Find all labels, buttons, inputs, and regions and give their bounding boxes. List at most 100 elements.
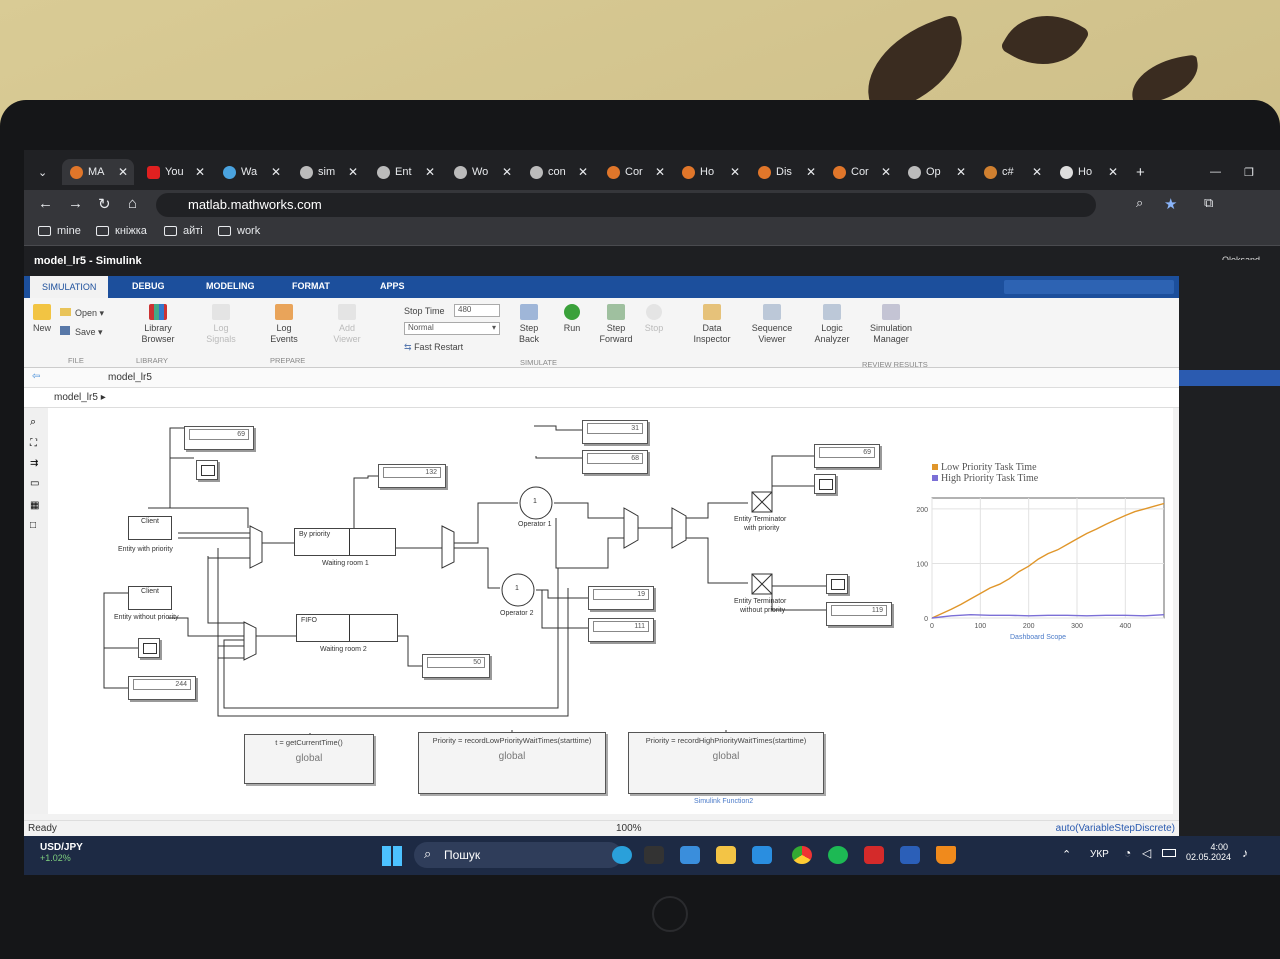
back-arrow-icon[interactable]: ←	[38, 195, 53, 212]
fast-restart-toggle[interactable]: ⇆ Fast Restart	[404, 342, 463, 353]
simulation-manager-button[interactable]: Simulation Manager	[866, 304, 916, 345]
client-generator-priority[interactable]: Client	[128, 516, 172, 540]
scope-block[interactable]	[814, 474, 836, 494]
scope-block[interactable]	[196, 460, 218, 480]
display-block[interactable]: 111	[588, 618, 654, 642]
close-tab-icon[interactable]: ✕	[347, 165, 358, 179]
tab-format[interactable]: FORMAT	[292, 281, 330, 291]
back-arrow-icon[interactable]: ⇦	[32, 371, 41, 382]
browser-tab[interactable]: Ent✕	[369, 159, 441, 185]
step-forward-button[interactable]: Step Forward	[596, 304, 636, 345]
browser-tab[interactable]: Cor✕	[825, 159, 897, 185]
chrome-icon[interactable]	[792, 846, 812, 864]
simulink-function-high-priority[interactable]: Priority = recordHighPriorityWaitTimes(s…	[628, 732, 824, 794]
fit-view-icon[interactable]: ⛶	[30, 438, 37, 449]
close-tab-icon[interactable]: ✕	[955, 165, 966, 179]
word-icon[interactable]	[900, 846, 920, 864]
browser-tab[interactable]: Ho✕	[1052, 159, 1124, 185]
zoom-icon[interactable]: ⌕	[1136, 195, 1144, 210]
add-viewer-button[interactable]: Add Viewer	[330, 304, 364, 345]
close-tab-icon[interactable]: ✕	[1107, 165, 1118, 179]
new-tab-button[interactable]: +	[1136, 163, 1145, 181]
quick-access-toolbar[interactable]	[1004, 280, 1174, 294]
bookmark-star-icon[interactable]: ★	[1164, 196, 1178, 213]
tray-chevron-icon[interactable]: ⌃	[1062, 849, 1072, 861]
close-tab-icon[interactable]: ✕	[1031, 165, 1042, 179]
browser-tab[interactable]: Wa✕	[215, 159, 287, 185]
browser-tab[interactable]: sim✕	[292, 159, 364, 185]
browser-tab[interactable]: Op✕	[900, 159, 972, 185]
bookmark-folder[interactable]: айті	[164, 225, 203, 237]
save-button[interactable]: Save ▾	[60, 326, 103, 338]
extensions-icon[interactable]: ⧉	[1204, 195, 1214, 210]
simulation-mode-select[interactable]: Normal▾	[404, 322, 500, 335]
waiting-room-1-queue[interactable]: By priority	[294, 528, 396, 556]
display-block[interactable]: 119	[826, 602, 892, 626]
run-button[interactable]: Run	[560, 304, 584, 334]
browser-tab[interactable]: Dis✕	[750, 159, 822, 185]
pdf-reader-icon[interactable]	[864, 846, 884, 864]
bookmark-folder[interactable]: work	[218, 225, 260, 237]
home-icon[interactable]: ⌂	[128, 195, 138, 212]
model-path[interactable]: model_lr5 ▸	[54, 392, 106, 403]
close-tab-icon[interactable]: ✕	[194, 165, 205, 179]
close-tab-icon[interactable]: ✕	[270, 165, 281, 179]
close-tab-icon[interactable]: ✕	[117, 165, 128, 179]
logic-analyzer-button[interactable]: Logic Analyzer	[812, 304, 852, 345]
vlc-icon[interactable]	[936, 846, 956, 864]
browser-tab[interactable]: Ho✕	[674, 159, 746, 185]
minimize-window-icon[interactable]: —	[1210, 166, 1221, 178]
image-icon[interactable]: ▦	[30, 500, 40, 511]
display-block[interactable]: 50	[422, 654, 490, 678]
sequence-viewer-button[interactable]: Sequence Viewer	[750, 304, 794, 345]
display-block[interactable]: 31	[582, 420, 648, 444]
display-block[interactable]: 69	[184, 426, 254, 450]
battery-icon[interactable]	[1162, 849, 1176, 857]
close-tab-icon[interactable]: ✕	[577, 165, 588, 179]
library-browser-button[interactable]: Library Browser	[138, 304, 178, 345]
simulink-function-low-priority[interactable]: Priority = recordLowPriorityWaitTimes(st…	[418, 732, 606, 794]
reload-icon[interactable]: ↻	[98, 196, 111, 213]
display-block[interactable]: 68	[582, 450, 648, 474]
notification-bell-icon[interactable]: ♪	[1242, 846, 1248, 860]
display-block[interactable]: 69	[814, 444, 880, 468]
dashboard-scope[interactable]: Low Priority Task Time High Priority Tas…	[898, 458, 1168, 648]
vscode-icon[interactable]	[752, 846, 772, 864]
tab-search-button[interactable]: ⌄	[38, 166, 48, 179]
breadcrumb[interactable]: model_lr5	[108, 372, 152, 383]
close-tab-icon[interactable]: ✕	[654, 165, 665, 179]
clock[interactable]: 4:00 02.05.2024	[1186, 842, 1231, 862]
tab-debug[interactable]: DEBUG	[132, 281, 165, 291]
new-button[interactable]: New	[30, 304, 54, 334]
scope-block[interactable]	[826, 574, 848, 594]
ticker-widget[interactable]: USD/JPY +1.02%	[40, 842, 83, 863]
open-button[interactable]: Open ▾	[60, 308, 104, 319]
close-tab-icon[interactable]: ✕	[424, 165, 435, 179]
annotation-icon[interactable]: ▭	[30, 478, 40, 489]
file-explorer-icon[interactable]	[716, 846, 736, 864]
stop-time-input[interactable]: 480	[454, 304, 500, 317]
model-canvas[interactable]: Client Entity with priority Client Entit…	[48, 408, 1173, 814]
mail-icon[interactable]	[680, 846, 700, 864]
url-input[interactable]: matlab.mathworks.com	[156, 193, 1096, 217]
telegram-icon[interactable]	[612, 846, 632, 864]
step-back-button[interactable]: Step Back	[514, 304, 544, 345]
simulink-function-gettime[interactable]: t = getCurrentTime() global	[244, 734, 374, 784]
solver-info[interactable]: auto(VariableStepDiscrete)	[1055, 823, 1175, 834]
tab-apps[interactable]: APPS	[380, 281, 405, 291]
area-icon[interactable]: □	[30, 520, 37, 531]
scope-block[interactable]	[138, 638, 160, 658]
browser-tab[interactable]: con✕	[522, 159, 594, 185]
tab-modeling[interactable]: MODELING	[206, 281, 255, 291]
close-tab-icon[interactable]: ✕	[880, 165, 891, 179]
browser-tab[interactable]: Cor✕	[599, 159, 671, 185]
browser-tab[interactable]: You✕	[139, 159, 211, 185]
restore-window-icon[interactable]: ❐	[1244, 166, 1254, 179]
data-inspector-button[interactable]: Data Inspector	[692, 304, 732, 345]
browser-tab[interactable]: c#✕	[976, 159, 1048, 185]
zoom-icon[interactable]: ⌕	[30, 416, 37, 428]
close-tab-icon[interactable]: ✕	[805, 165, 816, 179]
browser-tab[interactable]: MA✕	[62, 159, 134, 185]
terminal-icon[interactable]	[644, 846, 664, 864]
close-tab-icon[interactable]: ✕	[501, 165, 512, 179]
